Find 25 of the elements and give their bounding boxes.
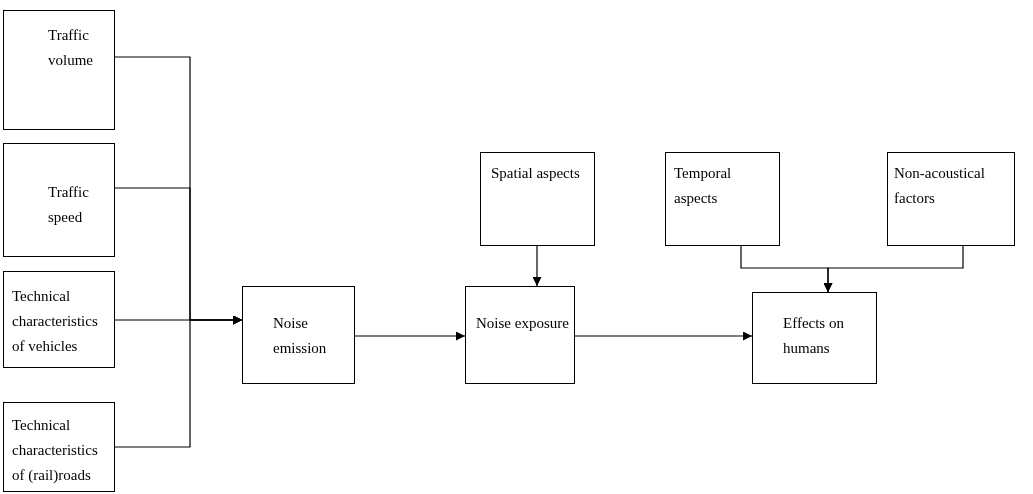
box-label: Temporal aspects xyxy=(674,164,733,208)
box-label: Technical characteristics of vehicles xyxy=(12,287,99,356)
box-label: Traffic speed xyxy=(48,183,90,227)
process-box xyxy=(3,402,115,492)
process-box xyxy=(3,271,115,368)
arrow xyxy=(114,315,243,448)
process-box xyxy=(752,292,877,384)
process-box xyxy=(665,152,780,246)
process-box xyxy=(465,286,575,384)
box-label: Non-acoustical factors xyxy=(894,164,986,208)
arrow xyxy=(532,245,542,287)
box-label: Effects on humans xyxy=(783,314,845,358)
box-label: Spatial aspects xyxy=(491,164,581,183)
box-label: Traffic volume xyxy=(48,26,94,70)
arrow xyxy=(823,245,964,293)
box-label: Noise emission xyxy=(273,314,328,358)
arrow xyxy=(574,331,753,341)
box-label: Technical characteristics of (rail)roads xyxy=(12,416,99,485)
arrow xyxy=(354,331,466,341)
process-box xyxy=(887,152,1015,246)
process-box xyxy=(3,143,115,257)
process-box xyxy=(3,10,115,130)
process-box xyxy=(242,286,355,384)
process-box xyxy=(480,152,595,246)
box-label: Noise exposure xyxy=(476,314,570,333)
